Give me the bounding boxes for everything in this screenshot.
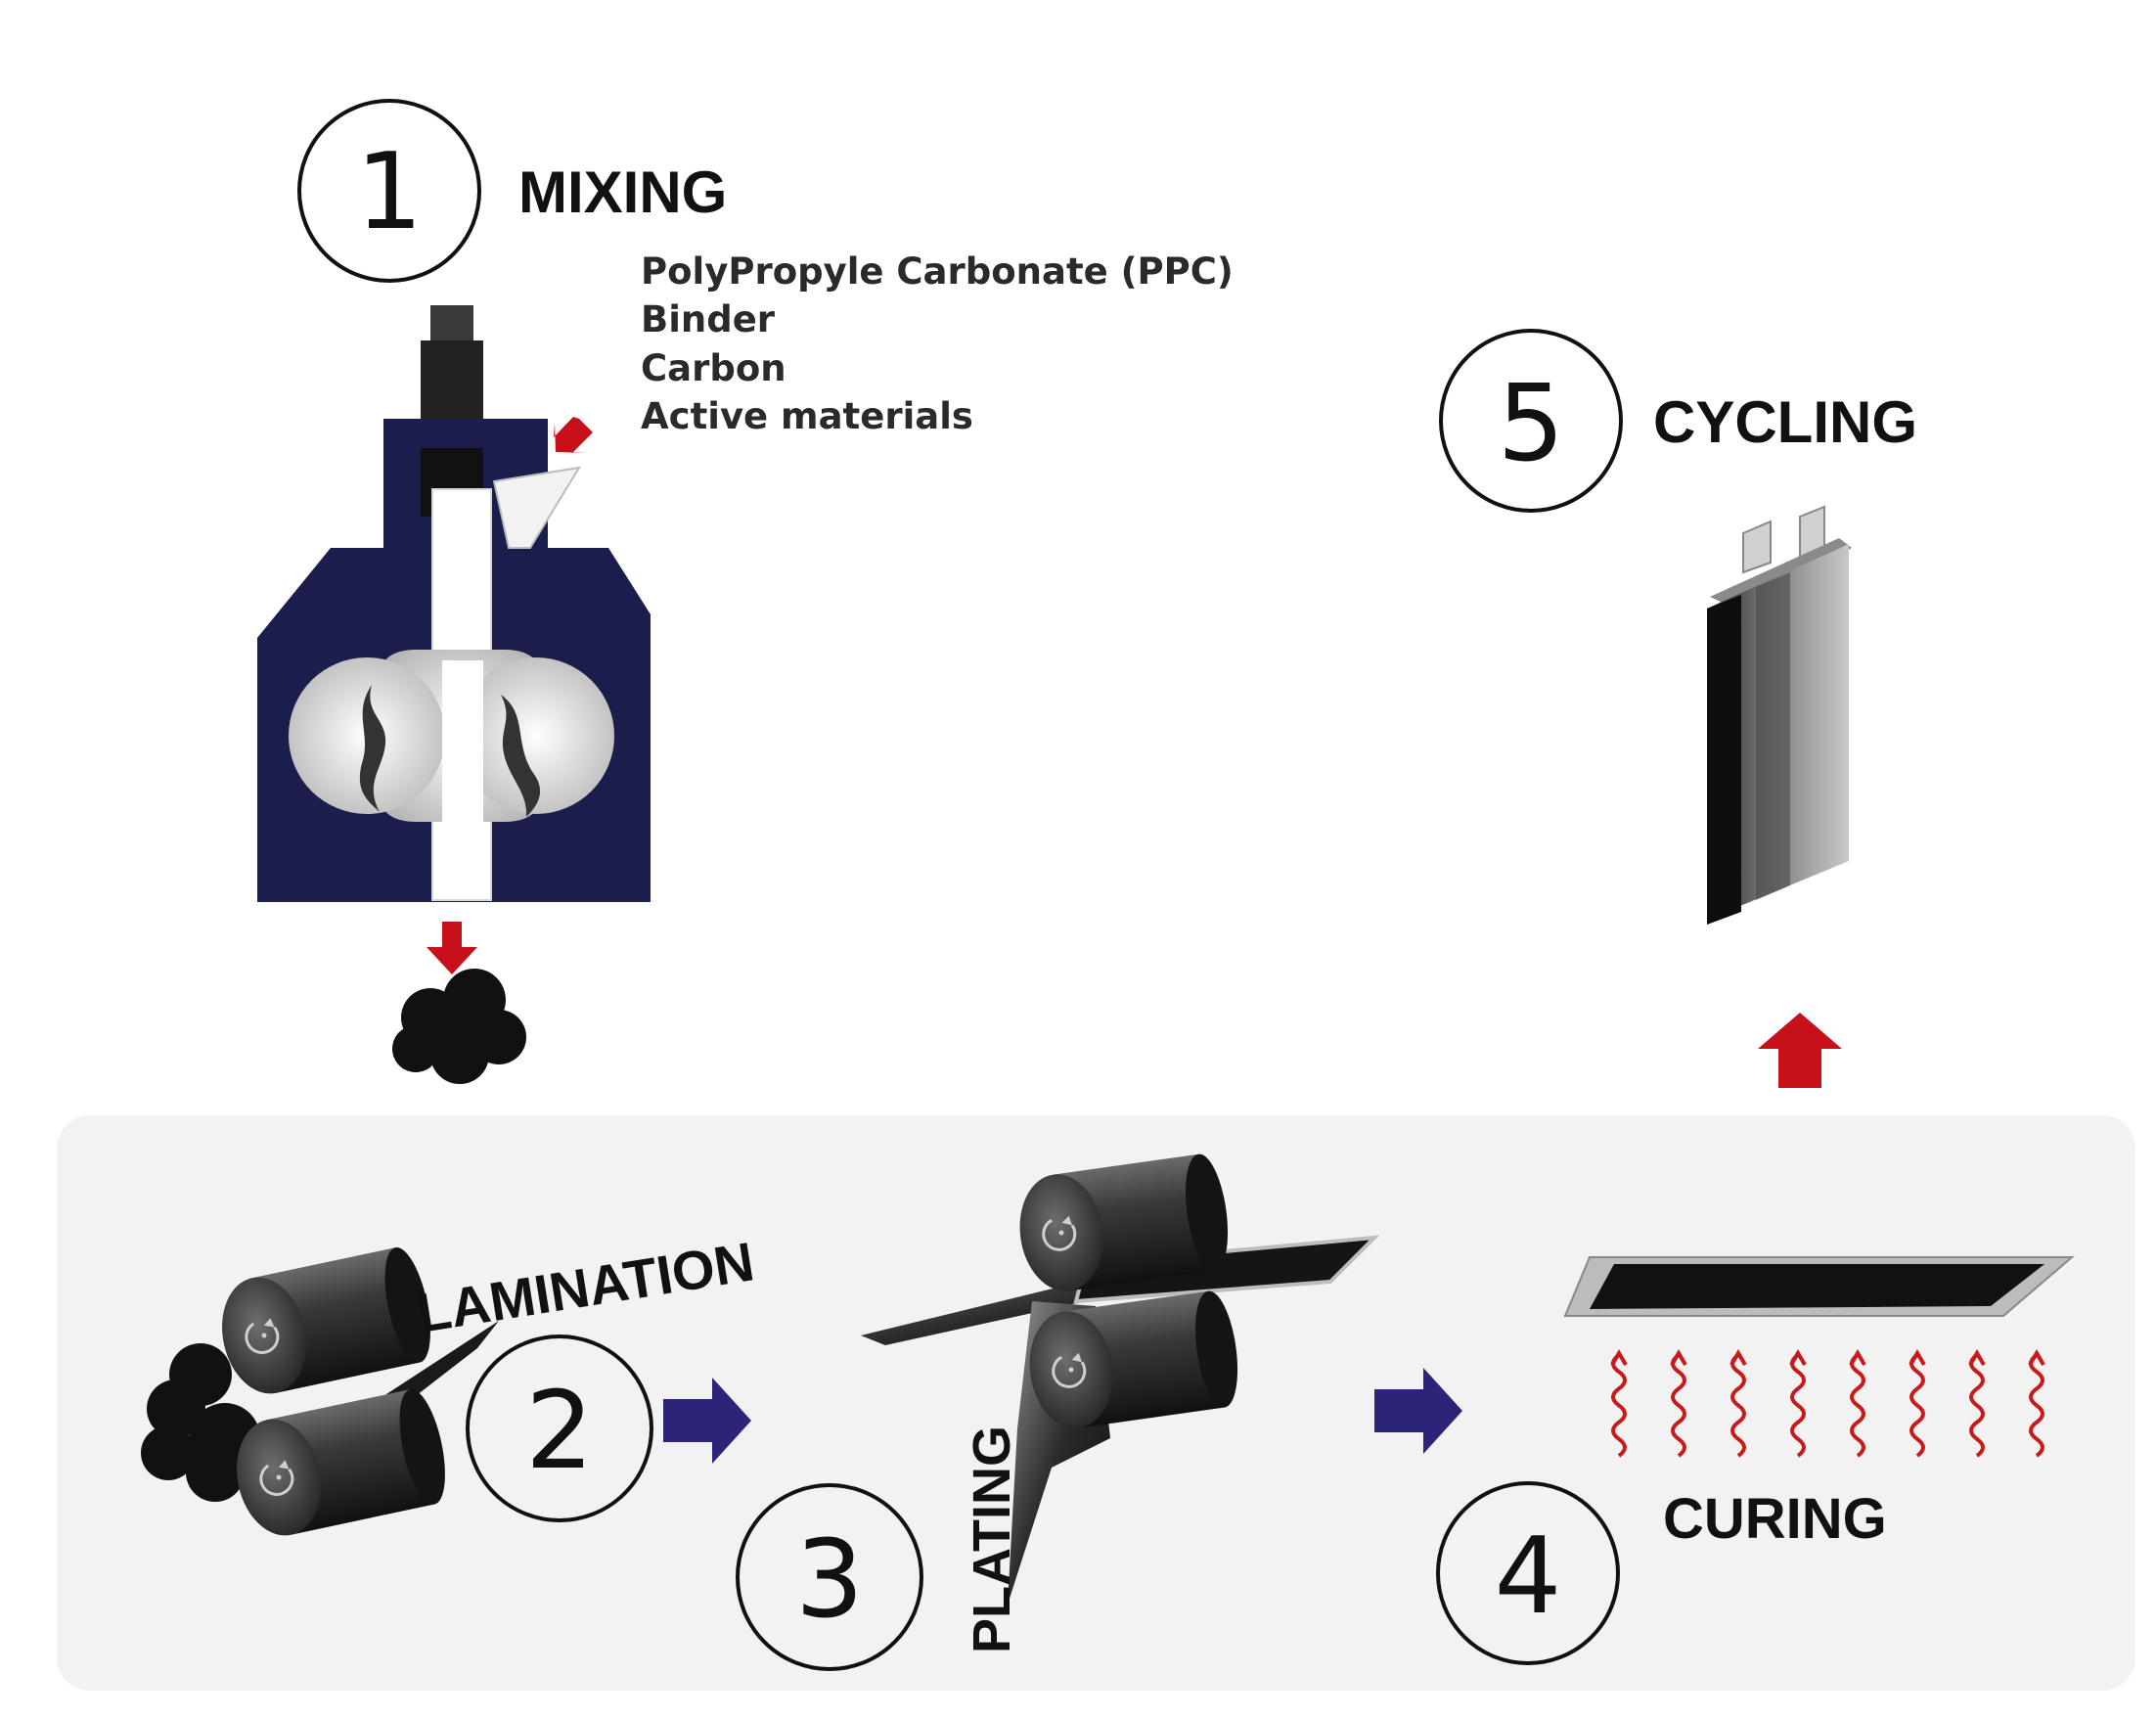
step-1-number: 1 (356, 131, 424, 253)
step-1-circle (297, 99, 481, 283)
mixer-rotor-right (501, 695, 541, 817)
step-2-circle (466, 1334, 653, 1522)
heat-wave-arrowhead (1968, 1349, 1986, 1367)
process-arrow-2-to-3 (663, 1378, 751, 1464)
cell-tab (1742, 520, 1772, 574)
mixer-rotor-left (359, 685, 386, 812)
step-4-curing: CURING 4 (1436, 1256, 2075, 1665)
mixer-machine (257, 305, 651, 902)
heat-wave-arrowhead (1670, 1349, 1687, 1367)
step-4-number: 4 (1495, 1515, 1562, 1638)
process-arrow-3-to-4 (1374, 1368, 1462, 1454)
heat-waves (1610, 1349, 2045, 1458)
step-4-label: CURING (1663, 1487, 1887, 1551)
heat-wave (1969, 1353, 1985, 1458)
heat-wave (1730, 1353, 1746, 1458)
heat-wave-arrowhead (1909, 1349, 1926, 1367)
ingredient-item: Carbon (641, 347, 786, 389)
mixed-powder-blob (392, 969, 526, 1084)
ingredient-item: PolyPropyle Carbonate (PPC) (641, 250, 1234, 293)
output-arrow (427, 922, 477, 974)
pouch-cell (1707, 505, 1852, 925)
step-3-label: PLATING (963, 1425, 1021, 1653)
heat-wave-arrowhead (2028, 1349, 2045, 1367)
heat-wave (1671, 1353, 1686, 1458)
heat-wave-arrowhead (1789, 1349, 1807, 1367)
step-3-circle (736, 1483, 923, 1671)
step-3-number: 3 (795, 1516, 864, 1642)
step-1-mixing: 1 MIXING PolyPropyle Carbonate (PPC) Bin… (257, 99, 1234, 1084)
heat-wave (1850, 1353, 1865, 1458)
step-5-number: 5 (1498, 363, 1565, 485)
heat-wave-arrowhead (1729, 1349, 1747, 1367)
heat-wave (2029, 1353, 2044, 1458)
step-3-plating: PLATING 3 (736, 1150, 1380, 1671)
heat-wave (1909, 1353, 1925, 1458)
heat-wave (1790, 1353, 1806, 1458)
ingredient-item: Active materials (641, 395, 973, 437)
step-1-label: MIXING (518, 159, 727, 225)
step-5-cycling: 5 CYCLING (1439, 329, 1917, 925)
step-4-circle (1436, 1481, 1620, 1665)
step-5-label: CYCLING (1653, 389, 1917, 455)
ingredient-list: PolyPropyle Carbonate (PPC) Binder Carbo… (641, 250, 1234, 437)
ingredient-item: Binder (641, 298, 776, 340)
step-2-number: 2 (525, 1368, 594, 1493)
step-5-circle (1439, 329, 1623, 513)
heat-wave (1611, 1353, 1627, 1458)
feed-arrow (554, 417, 593, 453)
heat-wave-arrowhead (1610, 1349, 1628, 1367)
process-arrow-4-to-5 (1758, 1013, 1842, 1088)
heat-wave-arrowhead (1849, 1349, 1866, 1367)
